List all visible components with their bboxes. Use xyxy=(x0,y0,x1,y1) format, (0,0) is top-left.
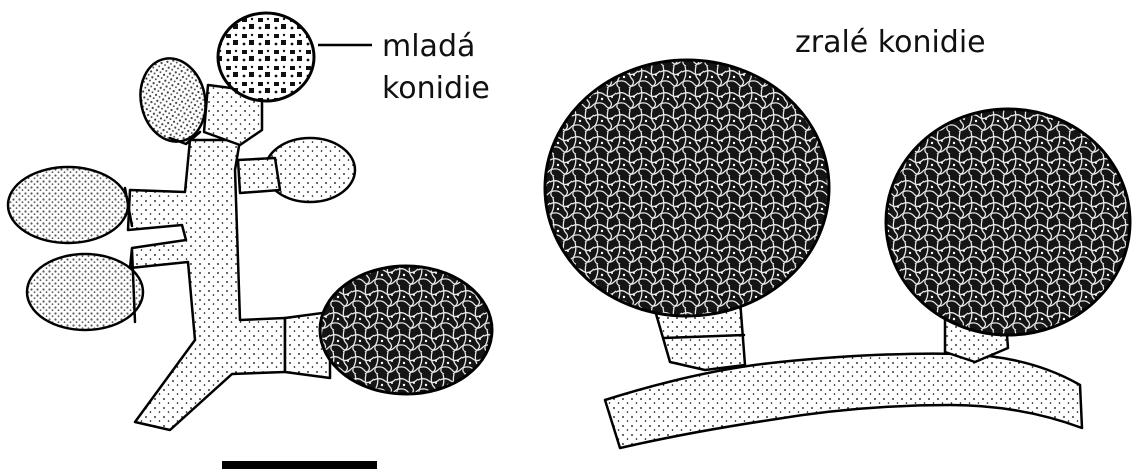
young-conidium xyxy=(218,13,314,101)
second-mature-conidium xyxy=(886,109,1130,335)
young-conidium-label-line2: konidie xyxy=(382,71,490,106)
mature-conidia-label: zralé konidie xyxy=(795,25,986,60)
large-mature-conidium xyxy=(545,60,829,316)
scale-bar xyxy=(222,461,377,469)
right-hypha-group xyxy=(545,60,1130,448)
young-conidium-label: mladá konidie xyxy=(382,29,490,106)
left-mature-conidium xyxy=(320,266,492,394)
young-conidium-label-line1: mladá xyxy=(382,29,475,64)
